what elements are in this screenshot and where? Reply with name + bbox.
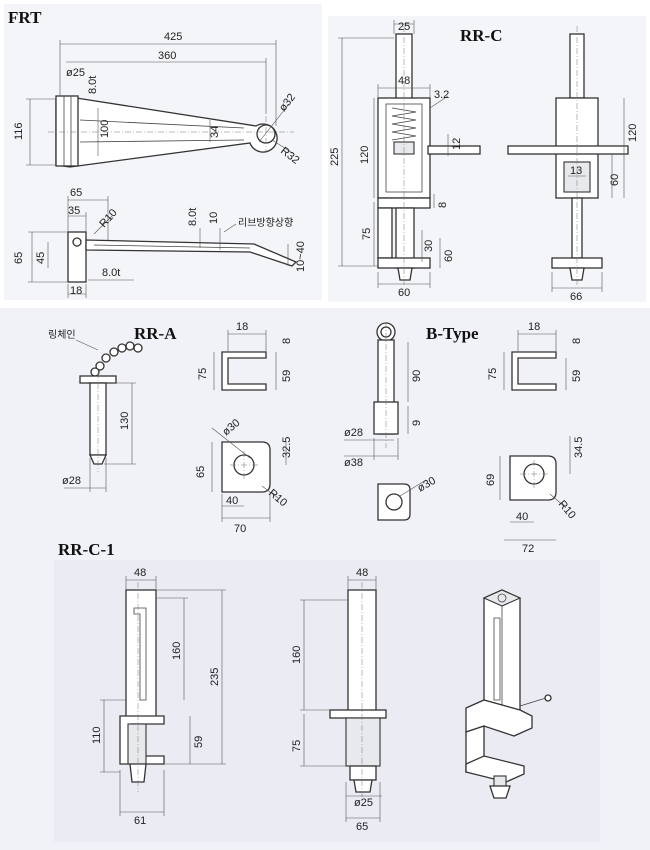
frt-dim-65: 65 — [70, 187, 82, 199]
rrc1-post — [125, 589, 157, 721]
rrc-dim-60: 60 — [398, 287, 410, 299]
btype-dim-40: 40 — [516, 511, 528, 523]
frt-rib-note: 리브방향상향 — [238, 217, 293, 229]
frt-dim-425: 425 — [164, 31, 182, 43]
rrc1-dim-61: 61 — [134, 815, 146, 827]
rra-dim-d28: ø28 — [62, 475, 81, 487]
rrc-panel: RR-C 25 48 3.2 120 225 12 8 75 30 60 — [328, 16, 646, 302]
rrc1-side-dim-160: 160 — [291, 646, 303, 664]
rra-chain-label: 링체인 — [48, 329, 76, 341]
frt-dim-18: 18 — [70, 285, 82, 297]
rrc-side-dim-13: 13 — [570, 165, 582, 177]
rra-bracket-front — [221, 351, 267, 391]
btype-dim-d30: ø30 — [416, 475, 438, 495]
btype-dim-34-5: 34.5 — [573, 437, 585, 458]
rra-dim-18: 18 — [236, 321, 248, 333]
rrc1-drawing: 48 160 235 110 59 61 48 160 75 ø25 65 — [91, 567, 552, 833]
rra-dim-40: 40 — [226, 495, 238, 507]
btype-title: B-Type — [426, 324, 479, 343]
frt-dim-116: 116 — [13, 122, 25, 140]
rrc1-isometric-view — [465, 589, 552, 799]
btype-dim-75: 75 — [487, 368, 499, 380]
rrc-dim-48: 48 — [398, 75, 410, 87]
rra-title: RR-A — [134, 324, 177, 343]
rrc-dim-3-2: 3.2 — [434, 89, 449, 101]
rrc-dim-30: 30 — [423, 240, 435, 252]
frt-side-knuckle — [67, 231, 87, 283]
rra-ring-chain — [90, 341, 143, 377]
frt-arm-side-view — [85, 239, 298, 267]
rrc1-side-dim-d25: ø25 — [354, 797, 373, 809]
rra-dim-r10: R10 — [266, 487, 289, 509]
rrc-dim-75: 75 — [361, 228, 373, 240]
frt-dim-d25: ø25 — [66, 67, 85, 79]
rra-dim-70: 70 — [234, 523, 246, 535]
rrc-dim-8: 8 — [437, 202, 449, 208]
rrc-side-pin-top — [569, 33, 585, 99]
rrc-title: RR-C — [460, 26, 503, 45]
rrc1-dim-160: 160 — [171, 642, 183, 660]
rrc1-panel: 48 160 235 110 59 61 48 160 75 ø25 65 — [54, 560, 600, 842]
rrc1-side-dim-48: 48 — [356, 567, 368, 579]
frt-panel: FRT 425 360 ø25 8.0t 116 100 34 ø32 R32 — [4, 4, 322, 300]
frt-drawing: 425 360 ø25 8.0t 116 100 34 ø32 R32 65 3… — [13, 31, 307, 298]
btype-dim-59: 59 — [571, 370, 583, 382]
rra-dim-32-5: 32.5 — [281, 437, 293, 458]
rrc-dim-12: 12 — [451, 138, 463, 150]
rrc-side-dim-66: 66 — [570, 291, 582, 302]
frt-dim-8t-bottom: 8.0t — [102, 267, 120, 279]
frt-dim-r10: R10 — [97, 207, 119, 230]
rra-dim-65: 65 — [195, 466, 207, 478]
rrc-spring — [391, 107, 417, 141]
frt-dim-d32: ø32 — [277, 92, 298, 114]
rrc-dim-225: 225 — [329, 148, 341, 166]
btype-dim-72: 72 — [522, 543, 534, 555]
rrc-dim-120: 120 — [359, 146, 371, 164]
rrc-dim-60-vert: 60 — [443, 250, 455, 262]
rrc1-dim-235: 235 — [209, 668, 221, 686]
rra-dim-d30: ø30 — [220, 417, 242, 438]
btype-dim-18: 18 — [528, 321, 540, 333]
rrc-side-pin — [427, 145, 481, 155]
rrc-drawing: 25 48 3.2 120 225 12 8 75 30 60 60 120 6… — [329, 20, 639, 302]
btype-dim-90: 90 — [411, 370, 423, 382]
rra-btype-drawing: 링체인 130 ø28 18 8 75 59 — [48, 321, 585, 555]
frt-dim-10: 10 — [208, 212, 220, 224]
rrc-side-dim-60: 60 — [609, 174, 621, 186]
rrc-dim-25: 25 — [398, 21, 410, 33]
frt-dim-r32: R32 — [278, 145, 301, 167]
frt-dim-8t-top: 8.0t — [87, 76, 99, 94]
frt-dim-35: 35 — [68, 205, 80, 217]
frt-title: FRT — [8, 8, 42, 27]
frt-dim-360: 360 — [158, 50, 176, 62]
rrc1-side-dim-75: 75 — [291, 740, 303, 752]
frt-dim-45: 45 — [35, 252, 47, 264]
btype-dim-9: 9 — [411, 420, 423, 426]
btype-dim-d38: ø38 — [344, 457, 363, 469]
rrc1-title: RR-C-1 — [58, 540, 115, 559]
btype-dim-69: 69 — [485, 474, 497, 486]
rrc1-dim-48: 48 — [134, 567, 146, 579]
rrc1-side-dim-65: 65 — [356, 821, 368, 833]
btype-bracket-front — [511, 351, 557, 391]
rra-dim-8: 8 — [281, 338, 293, 344]
frt-hinge-knuckle — [55, 95, 79, 167]
frt-dim-8t-side: 8.0t — [187, 208, 199, 226]
rra-dim-59: 59 — [281, 370, 293, 382]
frt-dim-100: 100 — [99, 120, 111, 138]
btype-dim-8: 8 — [571, 338, 583, 344]
frt-dim-65-vert: 65 — [13, 252, 25, 264]
rrc1-dim-59: 59 — [193, 736, 205, 748]
frt-dim-34: 34 — [209, 126, 221, 138]
rrc1-dim-110: 110 — [91, 726, 103, 744]
rra-dim-75: 75 — [197, 368, 209, 380]
rrc1-side-bar — [329, 709, 387, 719]
rra-dim-130: 130 — [119, 412, 131, 430]
rrc-side-dim-120: 120 — [627, 124, 639, 142]
frt-dim-10-40: 10~40 — [295, 241, 307, 272]
btype-dim-d28: ø28 — [344, 427, 363, 439]
